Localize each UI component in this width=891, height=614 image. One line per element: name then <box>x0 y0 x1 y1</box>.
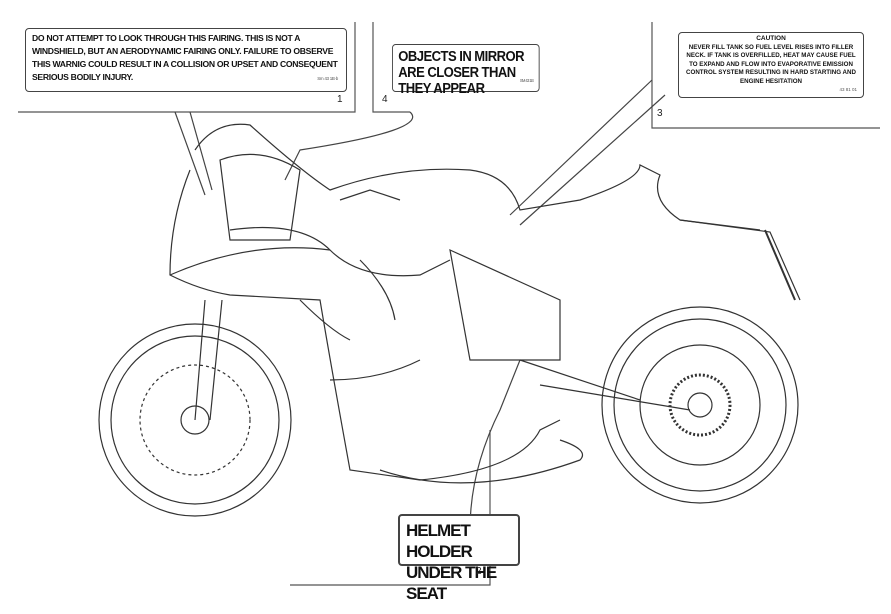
motorcycle-body <box>169 123 801 484</box>
mirror-warning-label: OBJECTS IN MIRROR ARE CLOSER THAN THEY A… <box>392 44 540 97</box>
fuel-caution-label: CAUTION NEVER FILL TANK SO FUEL LEVEL RI… <box>678 32 864 98</box>
callout-frames <box>18 22 880 586</box>
label-code: SM 43 1B <box>519 78 534 83</box>
fairing-warning-label: DO NOT ATTEMPT TO LOOK THROUGH THIS FAIR… <box>25 28 347 92</box>
leader-lines <box>174 79 666 531</box>
fuel-caution-text: NEVER FILL TANK SO FUEL LEVEL RISES INTO… <box>686 43 856 85</box>
helmet-holder-label: HELMET HOLDER UNDER THE SEAT <box>398 514 520 603</box>
fairing-warning-text: DO NOT ATTEMPT TO LOOK THROUGH THIS FAIR… <box>32 33 338 82</box>
label-code: Sm 43 1B·b <box>317 76 338 81</box>
front-wheel <box>98 323 292 517</box>
helmet-holder-text: HELMET HOLDER UNDER THE SEAT <box>406 521 497 603</box>
label-code: 43 81 01 <box>839 87 857 93</box>
callout-number-4: 4 <box>382 94 388 105</box>
callout-number-1: 1 <box>337 94 343 105</box>
mirror-warning-text: OBJECTS IN MIRROR ARE CLOSER THAN THEY A… <box>398 49 524 97</box>
rear-wheel <box>601 306 799 504</box>
callout-number-2: 2 <box>476 566 482 577</box>
callout-number-3: 3 <box>657 108 663 119</box>
caution-title: CAUTION <box>756 35 786 42</box>
